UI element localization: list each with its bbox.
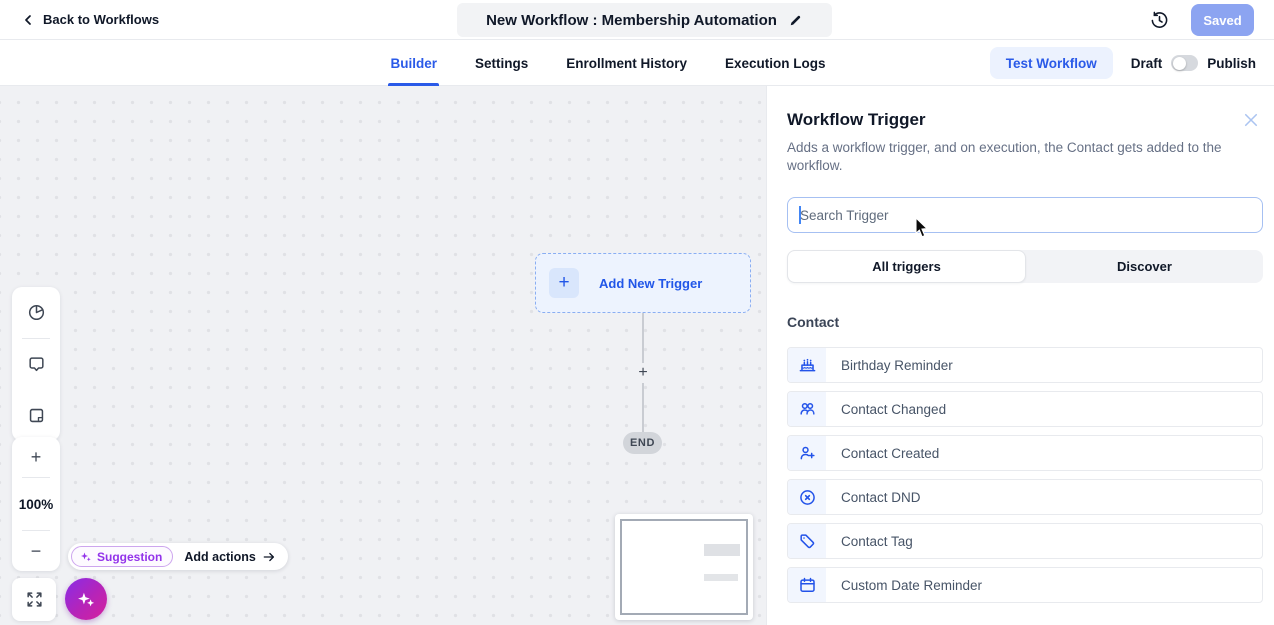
chevron-left-icon [25, 14, 31, 25]
minimap-viewport [620, 519, 748, 615]
ai-assistant-fab[interactable] [65, 578, 107, 620]
panel-header: Workflow Trigger [787, 110, 1262, 130]
trigger-filter-tabs: All triggers Discover [787, 250, 1263, 284]
add-actions-link[interactable]: Add actions [184, 550, 276, 564]
chat-bubble-icon [28, 357, 44, 372]
tab-execution-logs[interactable]: Execution Logs [725, 55, 826, 71]
add-step-plus-button[interactable]: + [633, 363, 653, 383]
list-item-custom-date-reminder[interactable]: Custom Date Reminder [787, 567, 1263, 604]
zoom-level: 100% [18, 496, 54, 512]
version-history-button[interactable] [1150, 11, 1169, 30]
draft-label: Draft [1130, 55, 1163, 71]
publish-label: Publish [1207, 55, 1256, 71]
zoom-in-button[interactable]: + [30, 446, 42, 467]
pie-chart-icon [28, 304, 44, 321]
list-item-label: Contact Changed [841, 401, 947, 417]
top-header: Back to Workflows New Workflow : Members… [0, 0, 1274, 40]
trigger-list: Birthday Reminder Contact Changed [787, 347, 1263, 604]
history-clock-icon [1151, 11, 1168, 28]
tag-icon [788, 524, 826, 559]
birthday-cake-icon [788, 348, 826, 383]
tab-builder[interactable]: Builder [388, 40, 439, 86]
stats-tool-button[interactable] [12, 287, 60, 338]
workflow-trigger-panel: Workflow Trigger Adds a workflow trigger… [766, 86, 1274, 625]
tabs-group: Builder Settings Enrollment History Exec… [0, 40, 1274, 86]
tab-enrollment-history[interactable]: Enrollment History [566, 55, 688, 71]
publish-toggle[interactable] [1171, 55, 1199, 71]
workflow-title-pill[interactable]: New Workflow : Membership Automation [457, 3, 832, 37]
list-item-label: Custom Date Reminder [841, 577, 983, 593]
toggle-knob [1173, 56, 1187, 70]
back-to-workflows-button[interactable]: Back to Workflows [20, 12, 159, 28]
end-node: END [623, 432, 662, 454]
sparkles-icon [81, 552, 91, 561]
comments-tool-button[interactable] [12, 339, 60, 390]
expand-arrows-icon [26, 592, 42, 607]
search-trigger-input[interactable] [787, 197, 1263, 234]
tool-divider [22, 338, 50, 339]
header-right-controls: Saved [1150, 0, 1254, 40]
calendar-icon [788, 568, 826, 603]
person-add-icon [788, 436, 826, 471]
tab-settings[interactable]: Settings [474, 55, 529, 71]
workflow-title: New Workflow : Membership Automation [486, 11, 777, 29]
test-workflow-button[interactable]: Test Workflow [989, 47, 1113, 79]
workflow-canvas[interactable]: + Add New Trigger + END + 100% − [0, 86, 766, 625]
panel-title: Workflow Trigger [787, 110, 926, 129]
saved-button[interactable]: Saved [1191, 4, 1254, 36]
plus-icon: + [549, 268, 579, 298]
publish-toggle-group: Draft Publish [1131, 55, 1256, 71]
section-contact: Contact [787, 314, 840, 331]
list-item-contact-dnd[interactable]: Contact DND [787, 479, 1263, 516]
workflow-tabbar: Builder Settings Enrollment History Exec… [0, 40, 1274, 86]
minimap-node-trigger [704, 544, 740, 556]
tabbar-right-controls: Test Workflow Draft Publish [989, 40, 1256, 86]
list-item-birthday-reminder[interactable]: Birthday Reminder [787, 347, 1263, 384]
fullscreen-button[interactable] [12, 578, 56, 621]
text-caret [799, 206, 801, 225]
canvas-minimap[interactable] [615, 514, 753, 620]
ai-suggestion-tooltip: Suggestion Add actions [68, 543, 288, 570]
add-new-trigger-node[interactable]: + Add New Trigger [535, 253, 751, 313]
tab-discover[interactable]: Discover [1117, 259, 1172, 275]
notes-tool-button[interactable] [12, 390, 60, 441]
zoom-out-button[interactable]: − [30, 540, 42, 561]
list-item-contact-changed[interactable]: Contact Changed [787, 391, 1263, 428]
search-trigger-box [787, 197, 1263, 234]
suggestion-chip[interactable]: Suggestion [71, 546, 174, 567]
list-item-label: Contact Created [841, 445, 940, 461]
dnd-circle-x-icon [788, 480, 826, 515]
sparkles-icon [78, 592, 95, 607]
zoom-controls-card: + 100% − [12, 437, 60, 571]
close-panel-button[interactable] [1242, 111, 1260, 129]
contacts-icon [788, 392, 826, 427]
list-item-contact-created[interactable]: Contact Created [787, 435, 1263, 472]
add-actions-label: Add actions [184, 549, 256, 564]
fit-view-card [12, 578, 56, 621]
list-item-label: Contact DND [841, 489, 921, 505]
tool-divider [22, 530, 50, 531]
sticky-note-icon [29, 408, 43, 423]
tool-divider [22, 477, 50, 478]
list-item-label: Contact Tag [841, 533, 913, 549]
minimap-node-end [704, 574, 738, 581]
close-icon [1244, 113, 1258, 127]
canvas-tools-card [12, 287, 60, 441]
add-new-trigger-label: Add New Trigger [599, 275, 703, 291]
list-item-contact-tag[interactable]: Contact Tag [787, 523, 1263, 560]
panel-description: Adds a workflow trigger, and on executio… [787, 140, 1222, 174]
list-item-label: Birthday Reminder [841, 357, 953, 373]
suggestion-label: Suggestion [97, 549, 163, 564]
back-label: Back to Workflows [43, 12, 160, 27]
tab-all-triggers[interactable]: All triggers [787, 250, 1026, 284]
edit-pencil-icon[interactable] [789, 13, 803, 27]
arrow-right-icon [263, 552, 274, 561]
